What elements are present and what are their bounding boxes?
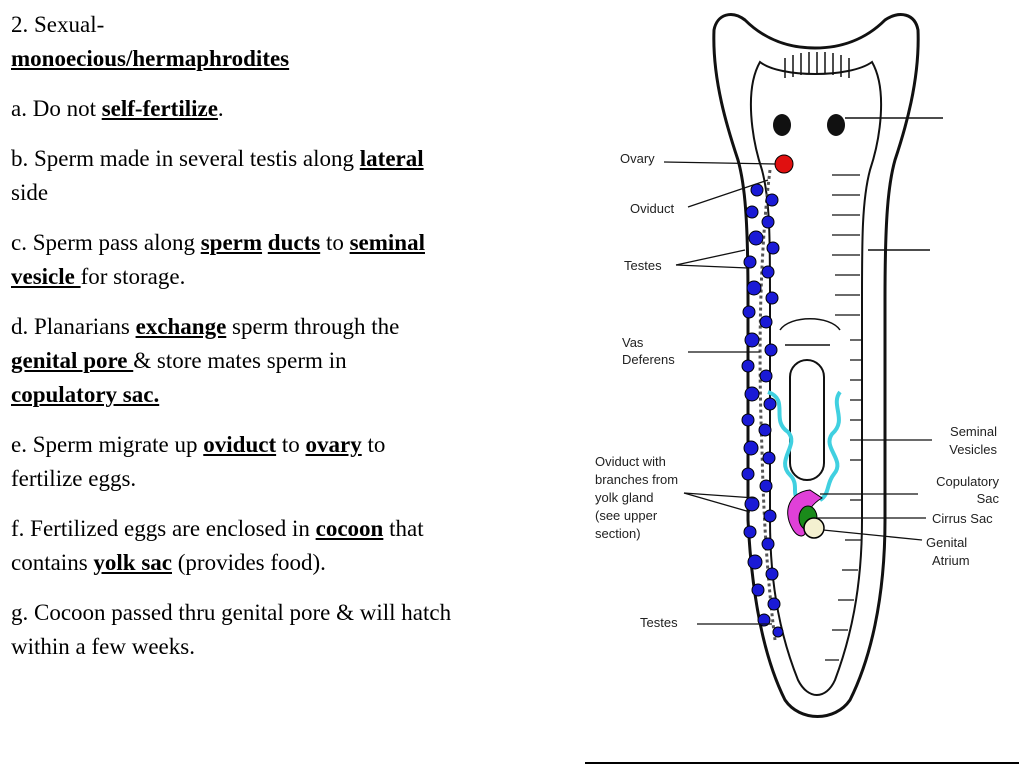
genital-atrium: [803, 517, 825, 539]
label-oviduct-branches-4: (see upper: [595, 508, 658, 523]
seminal-vesicle-left: [767, 390, 802, 502]
note-e-keyword-1: oviduct: [203, 432, 277, 457]
note-d-mid-1: sperm through the: [226, 314, 400, 339]
bottom-rule: [585, 762, 1019, 764]
pharynx: [789, 359, 825, 481]
note-e: e. Sperm migrate up oviduct to ovary to …: [11, 428, 456, 496]
head-ridges: [784, 52, 850, 78]
heading-prefix: 2. Sexual-: [11, 12, 105, 37]
section-heading: 2. Sexual- monoecious/hermaphrodites: [11, 8, 456, 76]
label-testes-top: Testes: [624, 258, 662, 273]
label-copulatory-1: Copulatory: [936, 474, 999, 489]
note-d-text: d. Planarians: [11, 314, 136, 339]
note-f-end: (provides food).: [172, 550, 326, 575]
oviduct-duct: [758, 169, 777, 641]
note-f: f. Fertilized eggs are enclosed in cocoo…: [11, 512, 456, 580]
label-oviduct-branches-2: branches from: [595, 472, 678, 487]
note-e-text: e. Sperm migrate up: [11, 432, 204, 457]
left-eyespot: [773, 114, 791, 136]
label-copulatory-2: Sac: [977, 491, 1000, 506]
note-d-keyword-2: genital pore: [11, 348, 134, 373]
notes-panel: 2. Sexual- monoecious/hermaphrodites a. …: [11, 8, 456, 680]
note-b-keyword: lateral: [359, 146, 424, 171]
label-oviduct: Oviduct: [630, 201, 674, 216]
note-d: d. Planarians exchange sperm through the…: [11, 310, 456, 412]
label-genital-2: Atrium: [932, 553, 970, 568]
note-d-keyword-1: exchange: [135, 314, 227, 339]
note-e-end: to fertilize eggs.: [11, 432, 386, 491]
note-c-keyword-2: ducts: [267, 230, 321, 255]
ovary: [774, 154, 794, 174]
label-oviduct-branches-3: yolk gland: [595, 490, 654, 505]
label-ovary: Ovary: [620, 151, 655, 166]
label-oviduct-branches-5: section): [595, 526, 641, 541]
note-b-text: b. Sperm made in several testis along: [11, 146, 360, 171]
note-c-keyword-3: seminal vesicle: [11, 230, 425, 289]
note-b-end: side: [11, 180, 49, 205]
planarian-svg: Ovary Oviduct Testes Vas Deferens Oviduc…: [595, 13, 1000, 718]
note-b: b. Sperm made in several testis along la…: [11, 142, 456, 210]
note-f-keyword-1: cocoon: [315, 516, 384, 541]
label-cirrus-sac: Cirrus Sac: [932, 511, 993, 526]
leader-lines: [663, 161, 932, 625]
note-a-keyword: self-fertilize: [101, 96, 218, 121]
note-a-text: a. Do not: [11, 96, 102, 121]
note-c-mid: to: [320, 230, 350, 255]
note-c-keyword-1: sperm: [200, 230, 263, 255]
planarian-diagram: Ovary Oviduct Testes Vas Deferens Oviduc…: [580, 0, 1024, 768]
note-g: g. Cocoon passed thru genital pore & wil…: [11, 596, 456, 664]
testes-cluster: [741, 183, 784, 638]
note-g-text: g. Cocoon passed thru genital pore & wil…: [11, 600, 452, 659]
right-eyespot: [827, 114, 845, 136]
note-c: c. Sperm pass along sperm ducts to semin…: [11, 226, 456, 294]
note-c-end: for storage.: [80, 264, 186, 289]
note-d-mid-2: & store mates sperm in: [133, 348, 347, 373]
note-a: a. Do not self-fertilize.: [11, 92, 456, 126]
label-seminal-1: Seminal: [950, 424, 997, 439]
label-testes-bottom: Testes: [640, 615, 678, 630]
label-vas-1: Vas: [622, 335, 644, 350]
inner-outline: [749, 60, 883, 696]
gut-branches: [825, 174, 862, 661]
label-seminal-2: Vesicles: [949, 442, 997, 457]
label-genital-1: Genital: [926, 535, 967, 550]
note-c-text: c. Sperm pass along: [11, 230, 201, 255]
note-e-keyword-2: ovary: [305, 432, 362, 457]
note-f-text: f. Fertilized eggs are enclosed in: [11, 516, 316, 541]
note-f-mid: that contains: [11, 516, 424, 575]
note-e-mid: to: [276, 432, 306, 457]
body-outline: [712, 13, 920, 718]
seminal-vesicle-right: [818, 390, 842, 502]
heading-keyword: monoecious/hermaphrodites: [11, 46, 290, 71]
note-d-keyword-3: copulatory sac.: [11, 382, 160, 407]
note-f-keyword-2: yolk sac: [93, 550, 172, 575]
note-a-end: .: [217, 96, 224, 121]
label-vas-2: Deferens: [622, 352, 675, 367]
label-oviduct-branches-1: Oviduct with: [595, 454, 666, 469]
